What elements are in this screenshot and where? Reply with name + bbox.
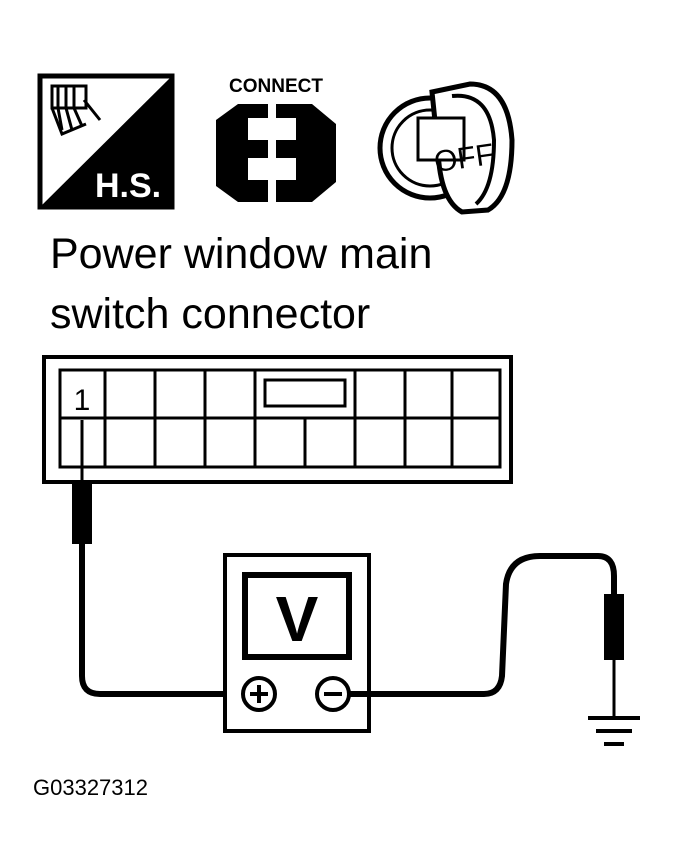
connector-plug-icon: CONNECT xyxy=(216,76,336,202)
positive-probe xyxy=(72,420,236,697)
voltmeter: V xyxy=(223,553,371,733)
ground-icon xyxy=(588,716,640,746)
switch-connector: 1 xyxy=(42,355,513,484)
figure-id: G03327312 xyxy=(33,775,148,800)
pin-1-label: 1 xyxy=(74,384,91,417)
voltmeter-label: V xyxy=(276,583,319,655)
title-line-1: Power window main xyxy=(50,230,432,278)
connect-label: CONNECT xyxy=(229,76,323,97)
ignition-key-off-icon: OFF xyxy=(377,81,515,215)
harness-label: H.S. xyxy=(95,167,161,205)
harness-sensor-icon: H.S. xyxy=(37,73,175,210)
title-line-2: switch connector xyxy=(50,290,370,338)
negative-probe xyxy=(349,553,624,716)
